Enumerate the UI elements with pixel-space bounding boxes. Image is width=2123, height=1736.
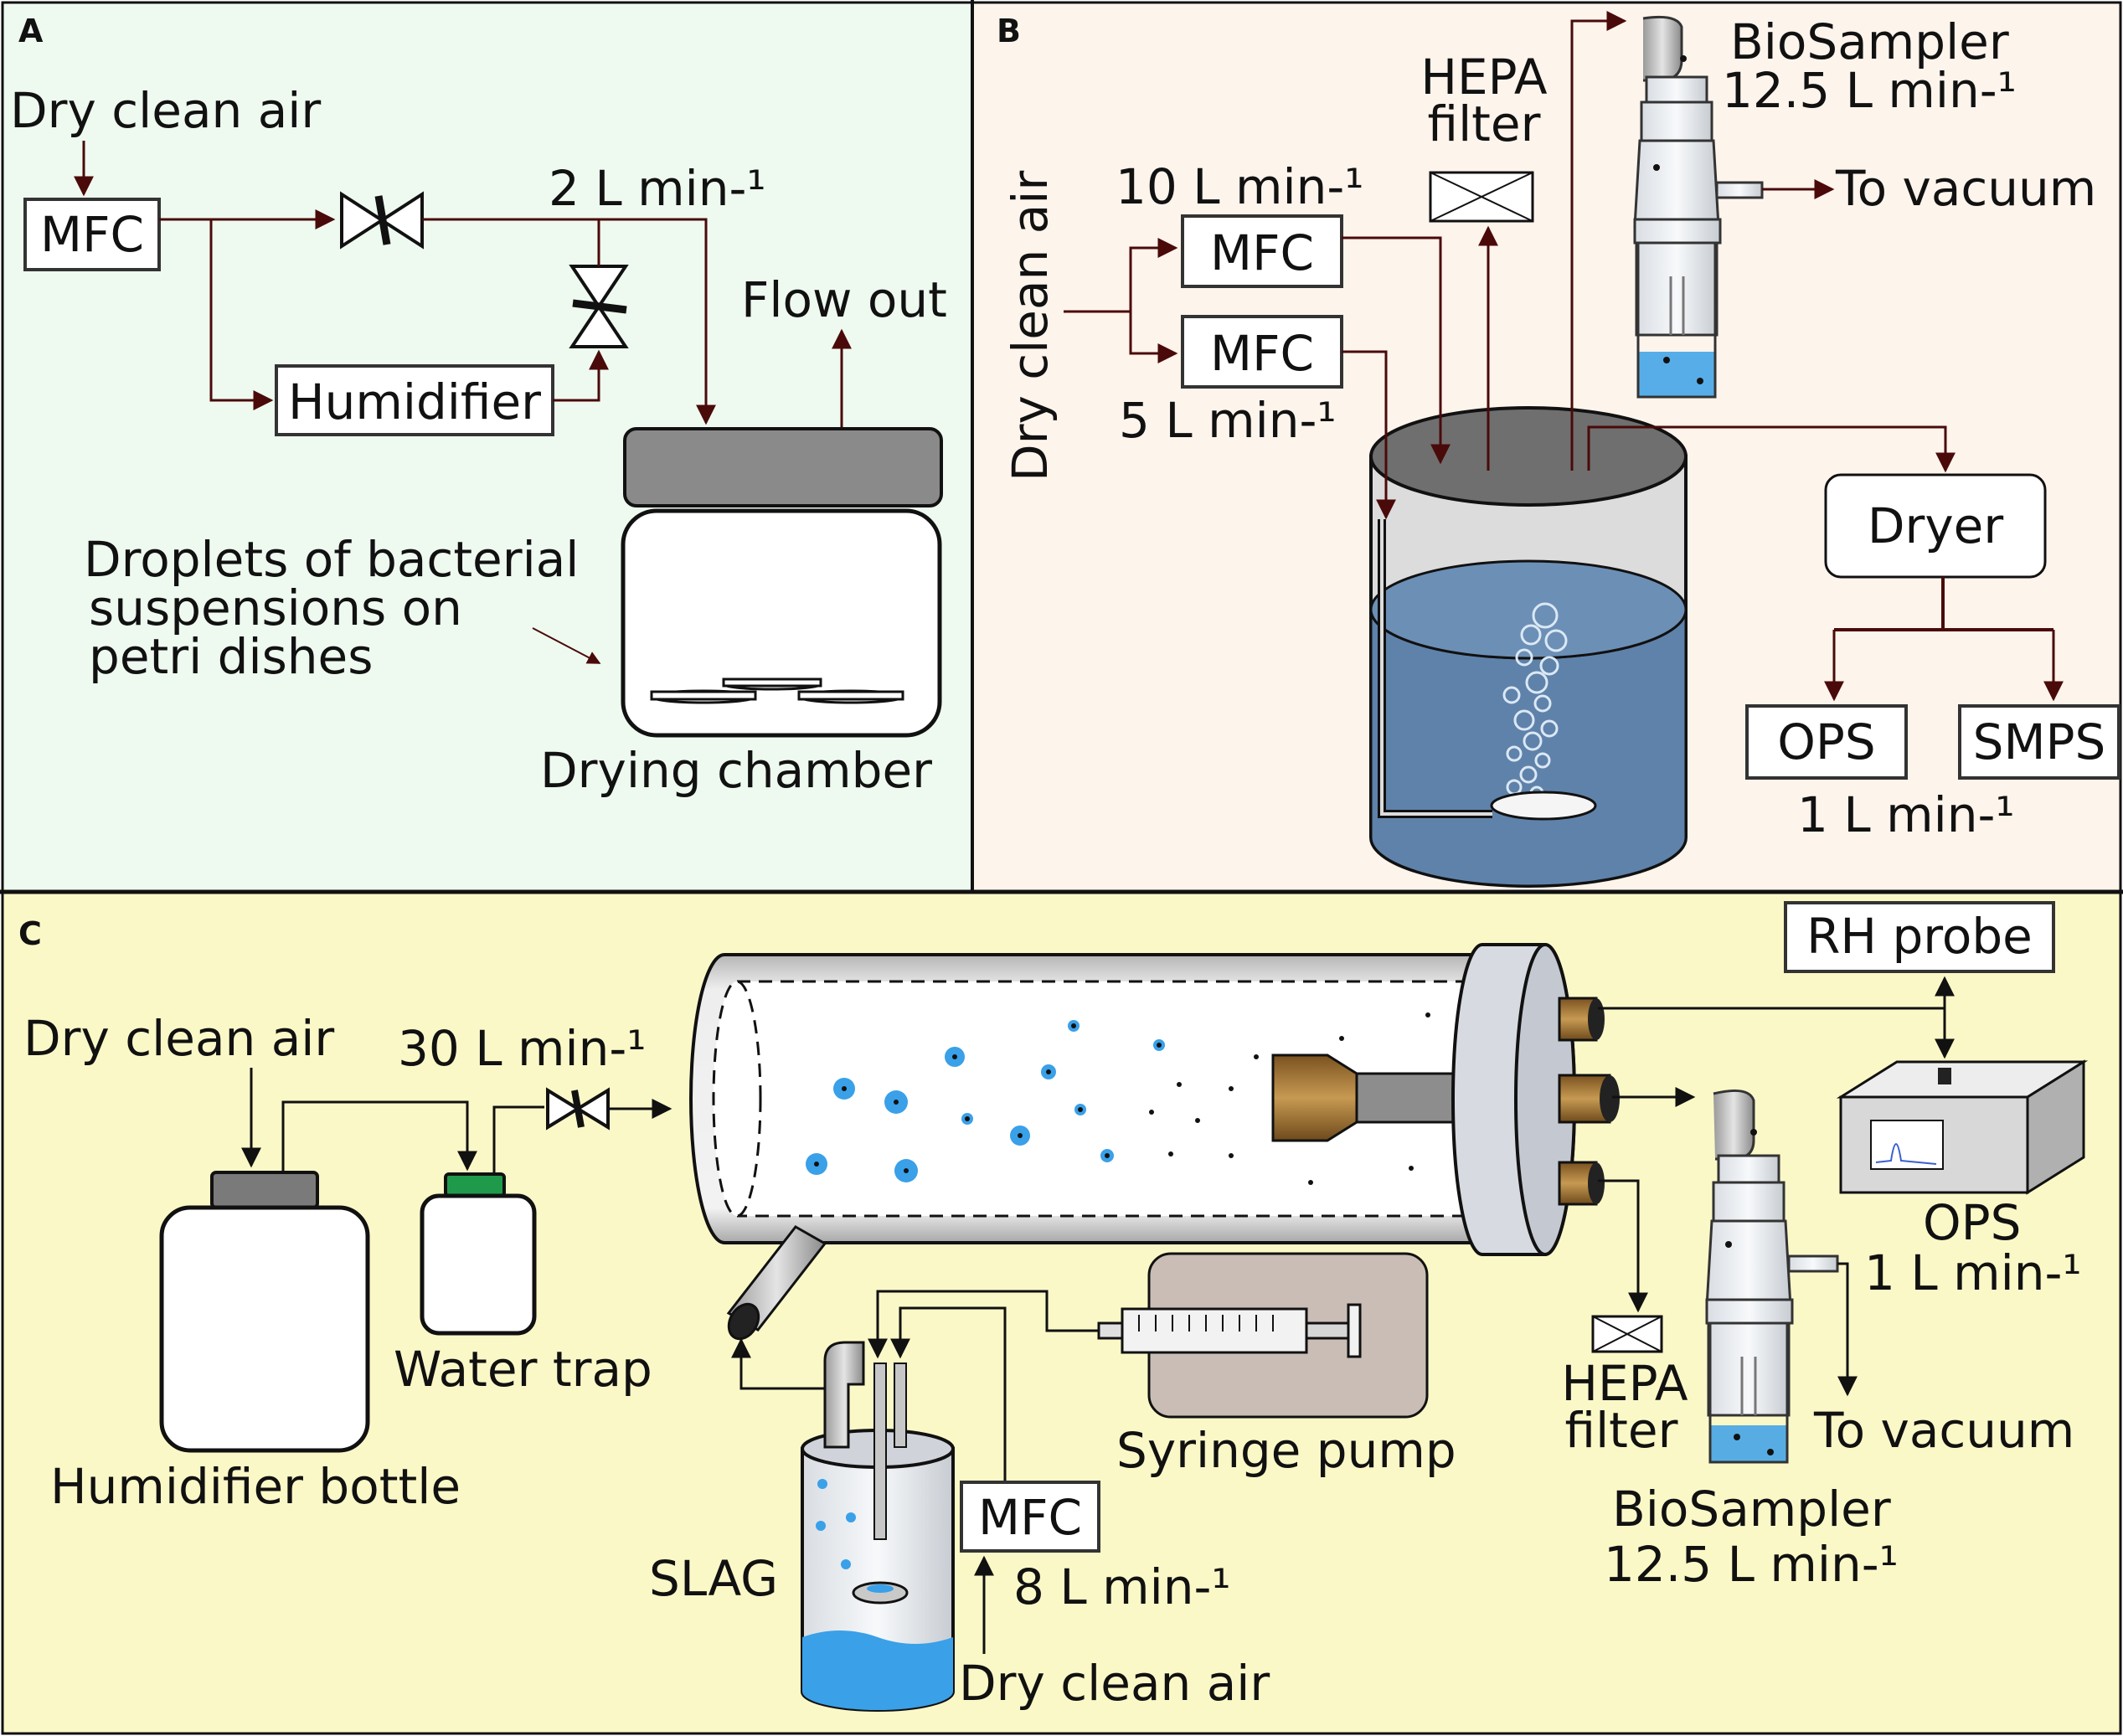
- panel-b-pipe: [1587, 425, 1956, 473]
- panel-b-pipe: [1570, 11, 1627, 471]
- panel-b-bubbles: [1502, 602, 1568, 801]
- panel-c-end-flange: [1451, 943, 1576, 1256]
- panel-b-smps-label: SMPS: [1973, 713, 2106, 770]
- panel-b-dry-air-label: Dry clean air: [1002, 171, 1059, 482]
- panel-a-vertical-valve-icon: [569, 265, 629, 348]
- panel-c-pipe: [492, 1105, 544, 1174]
- panel-b-flow-10-label: 10 L min-¹: [1116, 158, 1364, 215]
- panel-c-pipe: [1045, 1308, 1099, 1332]
- panel-a-chamber-label: Drying chamber: [540, 742, 932, 799]
- panel-c-letter: C: [18, 915, 42, 952]
- panel-a-dry-air-label: Dry clean air: [10, 82, 321, 139]
- panel-a-mfc-box: [23, 198, 161, 271]
- panel-c-flow-8-label: 8 L min-¹: [1013, 1558, 1231, 1615]
- panel-c-pipe: [868, 1290, 1049, 1359]
- panel-a-humidifier-label: Humidifier: [288, 373, 541, 430]
- panel-b-dryer-label: Dryer: [1868, 497, 2004, 554]
- panel-b-letter: B: [997, 13, 1021, 49]
- panel-b-hepa-label-line2: filter: [1428, 95, 1541, 152]
- panel-c-water-trap-cap: [444, 1172, 506, 1198]
- panel-b-petri-dish: [1490, 791, 1597, 821]
- panel-c-drying-drum: [689, 953, 1484, 1244]
- panel-a-flow-out-label: Flow out: [741, 271, 947, 328]
- panel-c-pipe: [281, 1100, 477, 1172]
- panel-a-humidifier-box: [275, 364, 554, 436]
- panel-b: B Dry clean air MFC MFC 10 L min-¹ 5 L m…: [997, 11, 2120, 888]
- panel-c-slag-label: SLAG: [649, 1550, 778, 1607]
- panel-c-ops-device: [1836, 1059, 2089, 1195]
- panel-a-pipe: [422, 218, 716, 425]
- panel-c-drain-pipe: [726, 1225, 827, 1341]
- panel-b-biosampler-label-line1: BioSampler: [1730, 13, 2009, 70]
- panel-c-to-vacuum-label: To vacuum: [1813, 1402, 2074, 1459]
- panel-c-pipe: [890, 1306, 1007, 1482]
- panel-b-biosampler-label-line2: 12.5 L min-¹: [1722, 62, 2017, 119]
- panel-c-rh-probe-label: RH probe: [1806, 908, 2033, 965]
- panel-c-slag-vessel: [801, 1341, 955, 1712]
- panel-a-pipe: [553, 349, 609, 402]
- panel-b-mfc-bottom-label: MFC: [1210, 325, 1314, 382]
- panel-b-mfc-bottom-box: [1181, 315, 1343, 389]
- panel-b-mfc-top-label: MFC: [1210, 224, 1314, 281]
- panel-b-flow-5-label: 5 L min-¹: [1119, 392, 1337, 449]
- panel-a-chamber-lid: [623, 427, 943, 507]
- panel-c-syringe-pump-label: Syringe pump: [1116, 1422, 1456, 1479]
- panel-a: A Dry clean air MFC 2 L min-¹ Humidifier…: [10, 13, 947, 799]
- panel-c-hepa-label-line1: HEPA: [1561, 1355, 1688, 1412]
- panel-c-syringe-icon: [1097, 1303, 1362, 1358]
- panel-c-humidifier-bottle-cap: [210, 1171, 319, 1209]
- panel-b-biosampler-icon: [1633, 15, 1764, 399]
- panel-a-flow-label: 2 L min-¹: [549, 160, 766, 217]
- panel-c-water-trap: [420, 1193, 537, 1336]
- panel-c-dry-air-bottom-label: Dry clean air: [959, 1655, 1270, 1712]
- panel-b-pipe: [1129, 312, 1178, 363]
- panel-c-biosampler-label-line1: BioSampler: [1612, 1481, 1891, 1538]
- panel-c-pipe: [731, 1337, 825, 1390]
- panel-a-pipe: [209, 219, 274, 410]
- panel-c-humidifier-bottle: [159, 1205, 370, 1453]
- panel-c-water-trap-label: Water trap: [394, 1341, 652, 1398]
- panel-b-to-vacuum-label: To vacuum: [1835, 160, 2096, 217]
- panel-c-valve-icon: [546, 1087, 610, 1131]
- panel-b-smps-box: [1958, 704, 2120, 780]
- panel-c-flow-30-label: 30 L min-¹: [398, 1020, 647, 1077]
- panel-a-mfc-label: MFC: [40, 206, 144, 263]
- panel-b-hepa-label-line1: HEPA: [1420, 49, 1548, 106]
- panel-c-humidifier-bottle-label: Humidifier bottle: [50, 1458, 461, 1515]
- panel-b-mfc-top-box: [1181, 214, 1343, 288]
- panel-a-droplets-label-line3: petri dishes: [89, 628, 373, 685]
- panel-c-droplets: [806, 1012, 1430, 1185]
- panel-c-ops-flow-label: 1 L min-¹: [1864, 1244, 2082, 1301]
- panel-b-ops-box: [1745, 704, 1908, 780]
- panel-c-hepa-label-line2: filter: [1565, 1402, 1678, 1459]
- panel-c-rh-probe-box: [1784, 901, 2055, 973]
- panel-c-ops-label: OPS: [1923, 1194, 2021, 1251]
- panel-b-pipe: [1342, 236, 1451, 465]
- panel-c-biosampler-label-line2: 12.5 L min-¹: [1604, 1536, 1899, 1593]
- panel-c: C Dry clean air Humidifier bottle Water …: [18, 901, 2089, 1712]
- panel-a-chamber-body: [621, 508, 942, 738]
- panel-b-dryer-box: [1824, 473, 2047, 579]
- panel-a-petri-dishes: [650, 677, 904, 704]
- panel-a-letter: A: [18, 13, 44, 49]
- panel-b-flow-1-label: 1 L min-¹: [1797, 786, 2015, 843]
- panel-a-droplets-label-line1: Droplets of bacterial: [84, 531, 579, 588]
- panel-c-biosampler-icon: [1705, 1089, 1839, 1464]
- panel-c-hepa-filter-icon: [1591, 1315, 1663, 1353]
- panel-b-ops-label: OPS: [1777, 713, 1875, 770]
- panel-b-pipe: [1129, 238, 1178, 312]
- panel-c-mfc-label: MFC: [978, 1489, 1082, 1546]
- panel-c-pipe: [1837, 1262, 1858, 1397]
- panel-c-outlet-ports: [1558, 997, 1620, 1206]
- panel-c-pipe: [1598, 1179, 1648, 1313]
- panel-a-droplets-pointer-arrow: [532, 627, 601, 664]
- panel-a-droplets-label-line2: suspensions on: [89, 580, 462, 636]
- panel-b-pipe: [1342, 350, 1396, 520]
- panel-b-hepa-filter-icon: [1429, 171, 1534, 223]
- panel-b-inlet-tube: [1380, 519, 1492, 816]
- panel-c-dry-air-top-label: Dry clean air: [23, 1010, 334, 1067]
- panel-c-mfc-box: [960, 1481, 1100, 1553]
